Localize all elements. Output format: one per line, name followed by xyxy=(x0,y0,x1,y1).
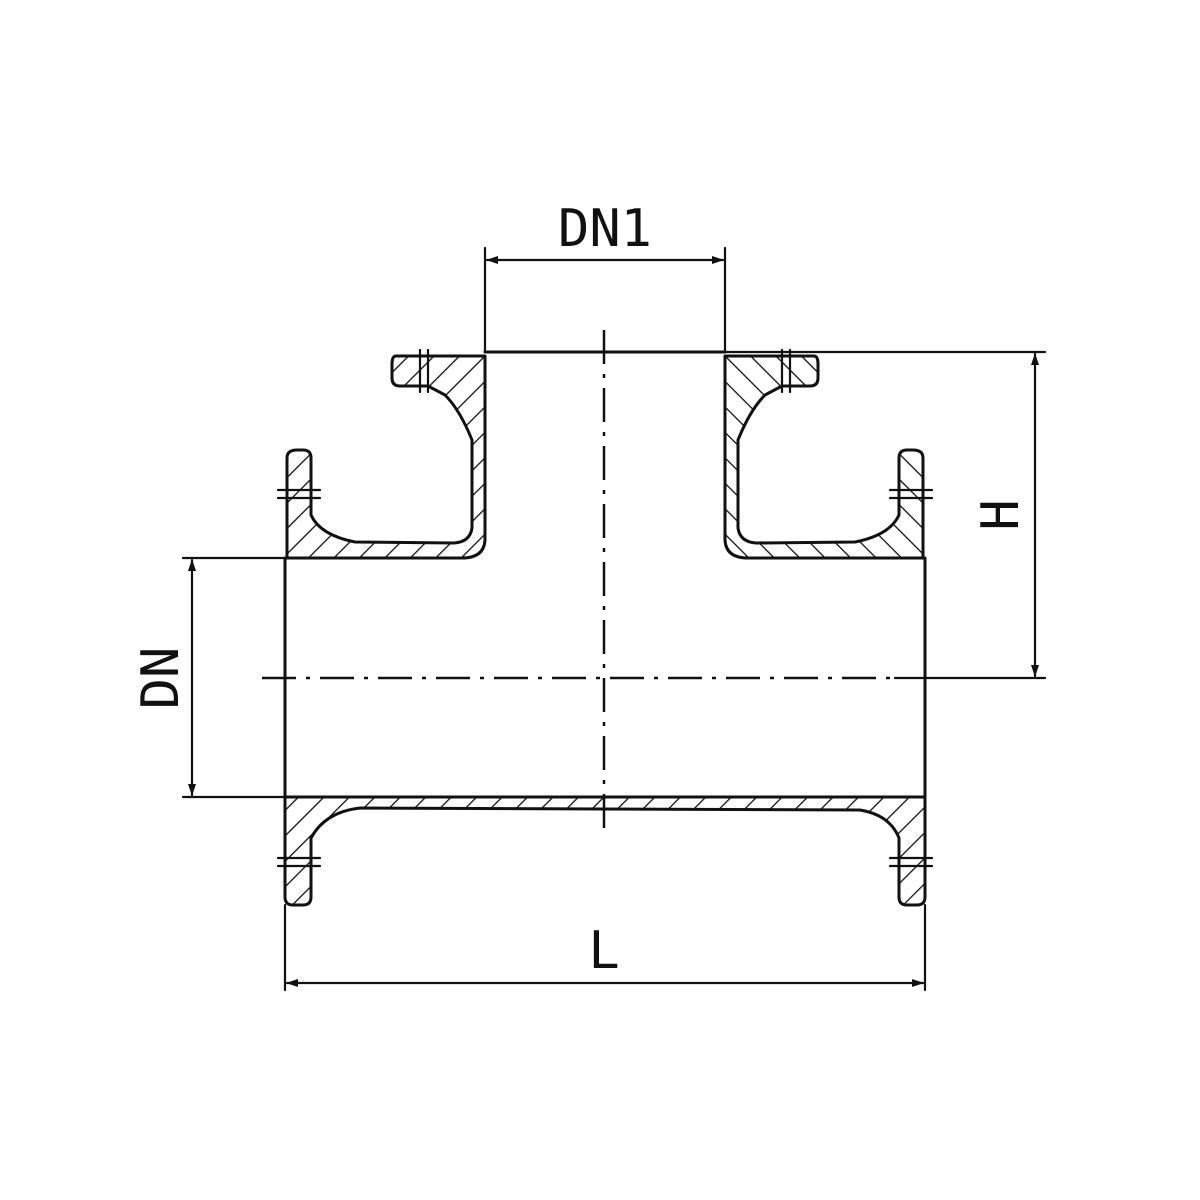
dimension-h: H xyxy=(723,350,1047,680)
bolt-hole-top-right xyxy=(780,348,792,394)
bolt-holes xyxy=(276,348,934,868)
lower-wall-section xyxy=(283,795,927,907)
bolt-hole-right-upper xyxy=(888,488,934,500)
upper-right-wall-section xyxy=(723,354,925,560)
l-label: L xyxy=(588,921,619,981)
dimension-l: L xyxy=(283,903,927,992)
upper-left-wall-section xyxy=(285,354,487,560)
bolt-hole-left-upper xyxy=(276,488,322,500)
bolt-hole-right-lower xyxy=(888,856,934,868)
dn1-label: DN1 xyxy=(558,199,652,259)
h-label: H xyxy=(971,499,1031,530)
dn-label: DN xyxy=(131,647,191,710)
wall-sections xyxy=(283,354,927,907)
center-lines xyxy=(262,330,895,828)
dimension-dn: DN xyxy=(131,556,289,799)
bolt-hole-top-left xyxy=(418,348,430,394)
dimension-dn1: DN1 xyxy=(483,199,727,354)
bolt-hole-left-lower xyxy=(276,856,322,868)
